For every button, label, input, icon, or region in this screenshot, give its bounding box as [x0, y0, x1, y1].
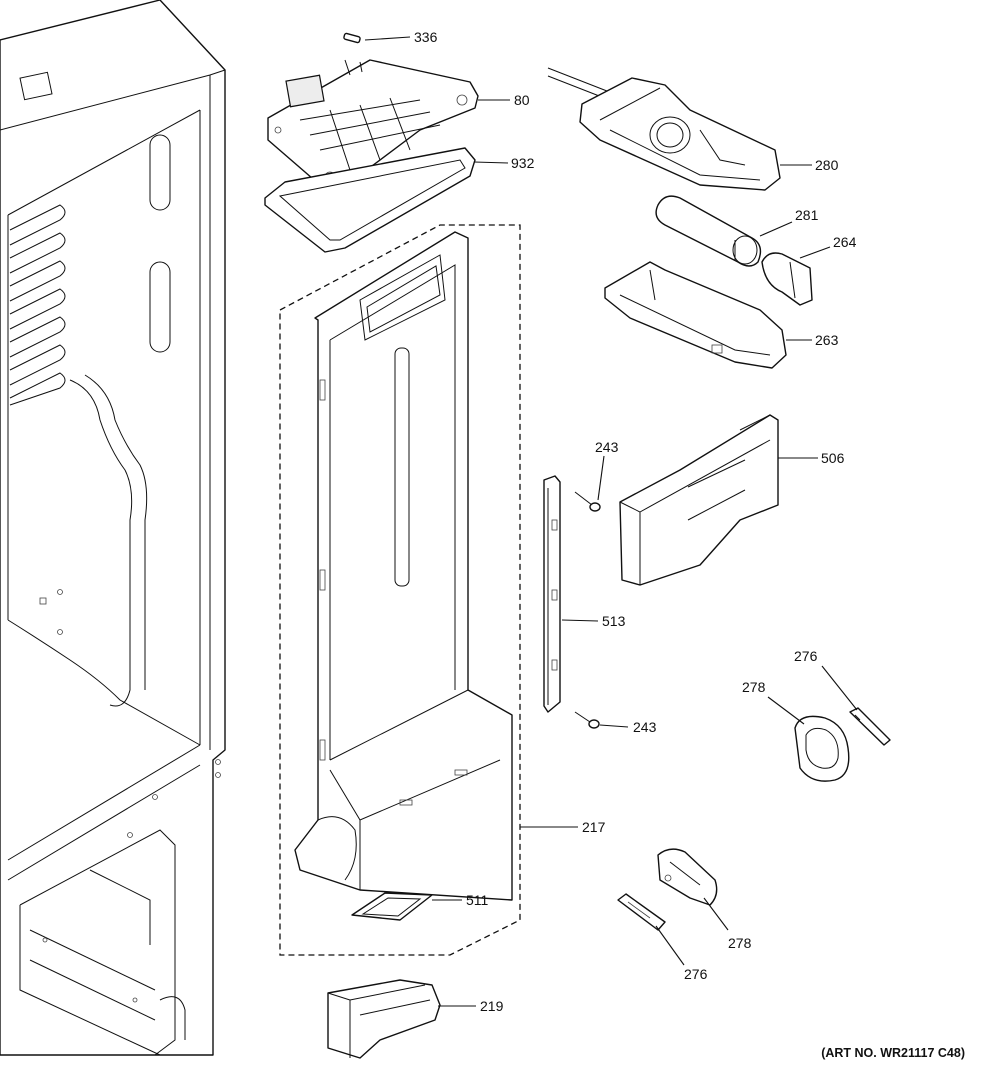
screw-243-bottom — [574, 711, 600, 729]
filter-cap-264 — [761, 252, 813, 306]
callout-336: 336 — [414, 29, 438, 45]
gasket-278-top — [794, 715, 850, 782]
callout-513: 513 — [602, 613, 626, 629]
filter-cover-263 — [604, 261, 787, 369]
leader-lines — [364, 36, 858, 1007]
callout-80: 80 — [514, 92, 530, 108]
callout-278-top: 278 — [742, 679, 766, 695]
water-filter-281 — [655, 195, 762, 267]
pin-336 — [343, 32, 361, 44]
callout-932: 932 — [511, 155, 535, 171]
bin-219 — [327, 979, 441, 1059]
hinge-bracket-513 — [543, 475, 561, 713]
gasket-278-bottom — [657, 848, 718, 906]
ice-chute-506 — [619, 414, 779, 586]
callout-labels: 336 80 932 280 281 264 263 243 506 513 2… — [414, 29, 857, 1014]
callout-280: 280 — [815, 157, 839, 173]
callout-506: 506 — [821, 450, 845, 466]
seal-511 — [351, 892, 433, 921]
door-liner-assembly-outline — [279, 224, 521, 956]
callout-217: 217 — [582, 819, 606, 835]
callout-243-bottom: 243 — [633, 719, 657, 735]
sensor-276-top — [849, 707, 891, 746]
callout-511: 511 — [466, 892, 489, 908]
evaporator-coils — [9, 204, 66, 406]
sensor-276-bottom — [617, 893, 666, 931]
art-number: (ART NO. WR21117 C48) — [821, 1046, 965, 1060]
callout-219: 219 — [480, 998, 504, 1014]
dispenser-frame-932 — [264, 147, 476, 253]
refrigerator-cabinet — [0, 0, 226, 1056]
callout-264: 264 — [833, 234, 857, 250]
callout-278-bottom: 278 — [728, 935, 752, 951]
screw-243-top — [574, 491, 601, 512]
callout-281: 281 — [795, 207, 819, 223]
dispenser-frame-80 — [267, 59, 479, 191]
callout-276-top: 276 — [794, 648, 818, 664]
door-liner-217 — [294, 231, 513, 901]
callout-243-top: 243 — [595, 439, 619, 455]
callout-276-bottom: 276 — [684, 966, 708, 982]
filter-housing-280 — [579, 77, 781, 191]
callout-263: 263 — [815, 332, 839, 348]
